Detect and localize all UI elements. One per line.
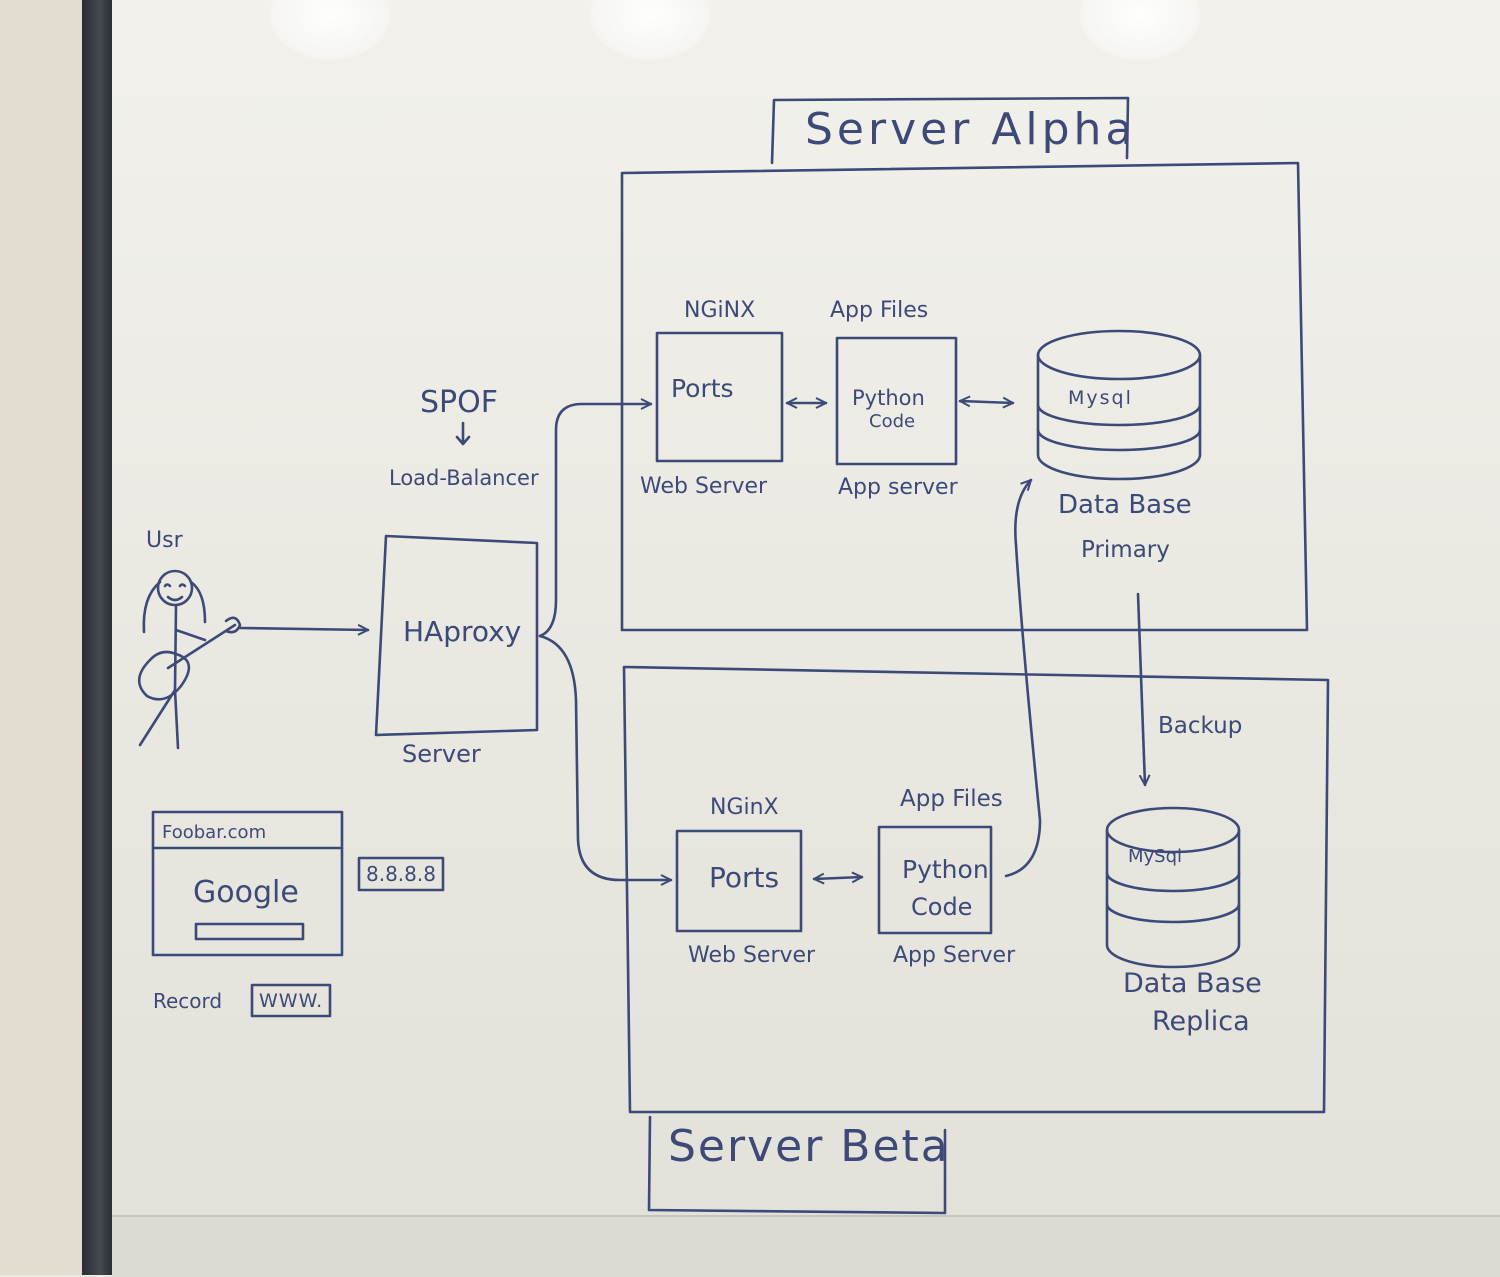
haproxy-caption: Server (402, 740, 481, 768)
record-label: Record (153, 989, 223, 1013)
lb-to-beta-arrow (538, 634, 673, 880)
browser-sketch (151, 810, 344, 957)
beta-database-cylinder (1105, 806, 1241, 969)
beta-web-top-label: NGinX (710, 795, 779, 820)
beta-app-to-alpha-db-arrow (1004, 480, 1042, 878)
record-value: WWW. (259, 990, 324, 1012)
server-alpha-box (620, 161, 1309, 632)
alpha-web-caption: Web Server (640, 474, 768, 499)
alpha-app-caption: App server (838, 475, 958, 500)
user-label: Usr (146, 528, 183, 553)
alpha-web-box-label: Ports (671, 374, 734, 403)
beta-db-caption-line2: Replica (1152, 1006, 1250, 1037)
alpha-app-top-label: App Files (830, 298, 929, 323)
whiteboard-frame (82, 0, 112, 1275)
server-beta-box (622, 665, 1330, 1114)
dns-ip-box (357, 856, 445, 892)
marker-tray (112, 1215, 1500, 1277)
server-beta-title-tab (647, 1115, 947, 1215)
server-alpha-title-tab (770, 96, 1130, 165)
alpha-db-label: Mysql (1068, 387, 1133, 409)
haproxy-label: HAproxy (403, 615, 522, 648)
backup-arrow (1136, 592, 1145, 787)
beta-db-label: MySql (1128, 846, 1183, 867)
beta-web-box-label: Ports (709, 861, 780, 894)
lb-to-alpha-arrow (538, 404, 653, 638)
backup-label: Backup (1158, 713, 1243, 739)
spof-label: SPOF (420, 385, 499, 420)
user-to-haproxy-arrow (238, 628, 370, 630)
alpha-web-top-label: NGiNX (684, 298, 756, 323)
whiteboard (112, 0, 1500, 1215)
spof-arrow (455, 421, 471, 446)
alpha-app-box-line2: Code (869, 411, 916, 432)
alpha-db-caption-line2: Primary (1081, 537, 1170, 563)
server-beta-title: Server Beta (668, 1121, 950, 1172)
beta-web-app-arrow (812, 877, 864, 879)
alpha-database-cylinder (1036, 329, 1202, 481)
record-value-box (250, 983, 332, 1018)
dns-ip: 8.8.8.8 (366, 862, 436, 886)
alpha-app-server-box (835, 336, 958, 466)
haproxy-box (374, 534, 539, 737)
browser-logo: Google (193, 875, 299, 910)
beta-app-box-line2: Code (911, 893, 973, 921)
alpha-db-caption-line1: Data Base (1058, 490, 1192, 520)
beta-app-server-box (877, 825, 993, 935)
alpha-app-box-line1: Python (852, 386, 925, 410)
beta-web-caption: Web Server (688, 943, 816, 968)
beta-web-server-box (675, 829, 803, 933)
server-alpha-title: Server Alpha (805, 104, 1137, 155)
user-stick-figure (137, 569, 242, 750)
beta-app-box-line1: Python (902, 855, 989, 884)
alpha-web-server-box (655, 331, 784, 463)
beta-app-top-label: App Files (900, 786, 1003, 812)
browser-url: Foobar.com (162, 822, 267, 843)
beta-db-caption-line1: Data Base (1123, 968, 1262, 999)
alpha-app-db-arrow (958, 401, 1015, 403)
beta-app-caption: App Server (893, 943, 1016, 968)
load-balancer-label: Load-Balancer (389, 466, 539, 490)
